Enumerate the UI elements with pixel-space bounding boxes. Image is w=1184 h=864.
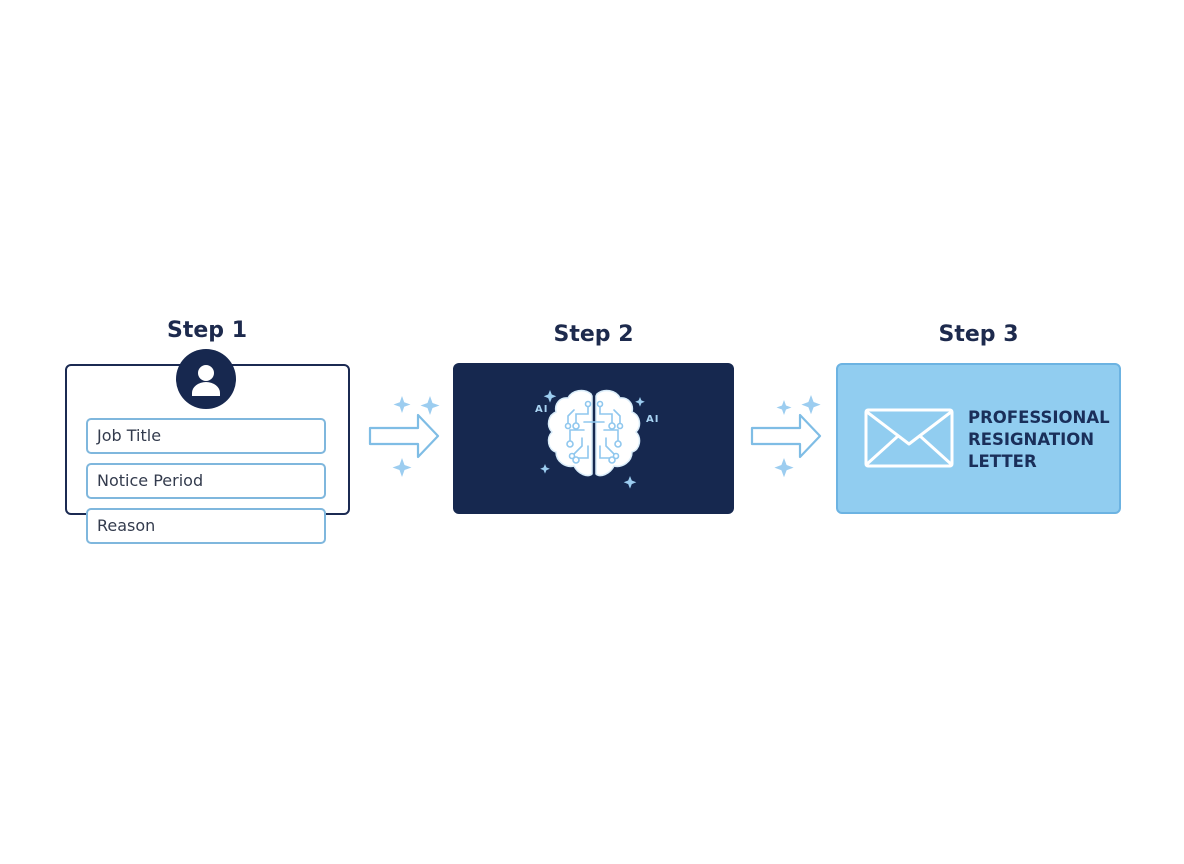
result-line-1: PROFESSIONAL [968, 408, 1110, 427]
arrow-right-icon [750, 395, 822, 478]
resignation-letter-title: PROFESSIONAL RESIGNATION LETTER [968, 407, 1118, 473]
result-line-3: LETTER [968, 452, 1037, 471]
arrow-right-icon [368, 396, 440, 477]
step-3-title: Step 3 [938, 322, 1019, 347]
reason-field[interactable]: Reason [86, 508, 326, 544]
user-avatar-icon [176, 349, 236, 409]
step-2-title: Step 2 [553, 322, 634, 347]
envelope-icon [864, 408, 954, 468]
step-1-title: Step 1 [167, 318, 247, 343]
ai-processing-card [453, 363, 734, 514]
ai-label-right: AI [646, 414, 660, 425]
brain-circuit-icon [540, 389, 645, 489]
notice-period-field[interactable]: Notice Period [86, 463, 326, 499]
ai-label-left: AI [535, 404, 549, 415]
job-title-field[interactable]: Job Title [86, 418, 326, 454]
result-line-2: RESIGNATION [968, 430, 1095, 449]
resignation-letter-card [836, 363, 1121, 514]
